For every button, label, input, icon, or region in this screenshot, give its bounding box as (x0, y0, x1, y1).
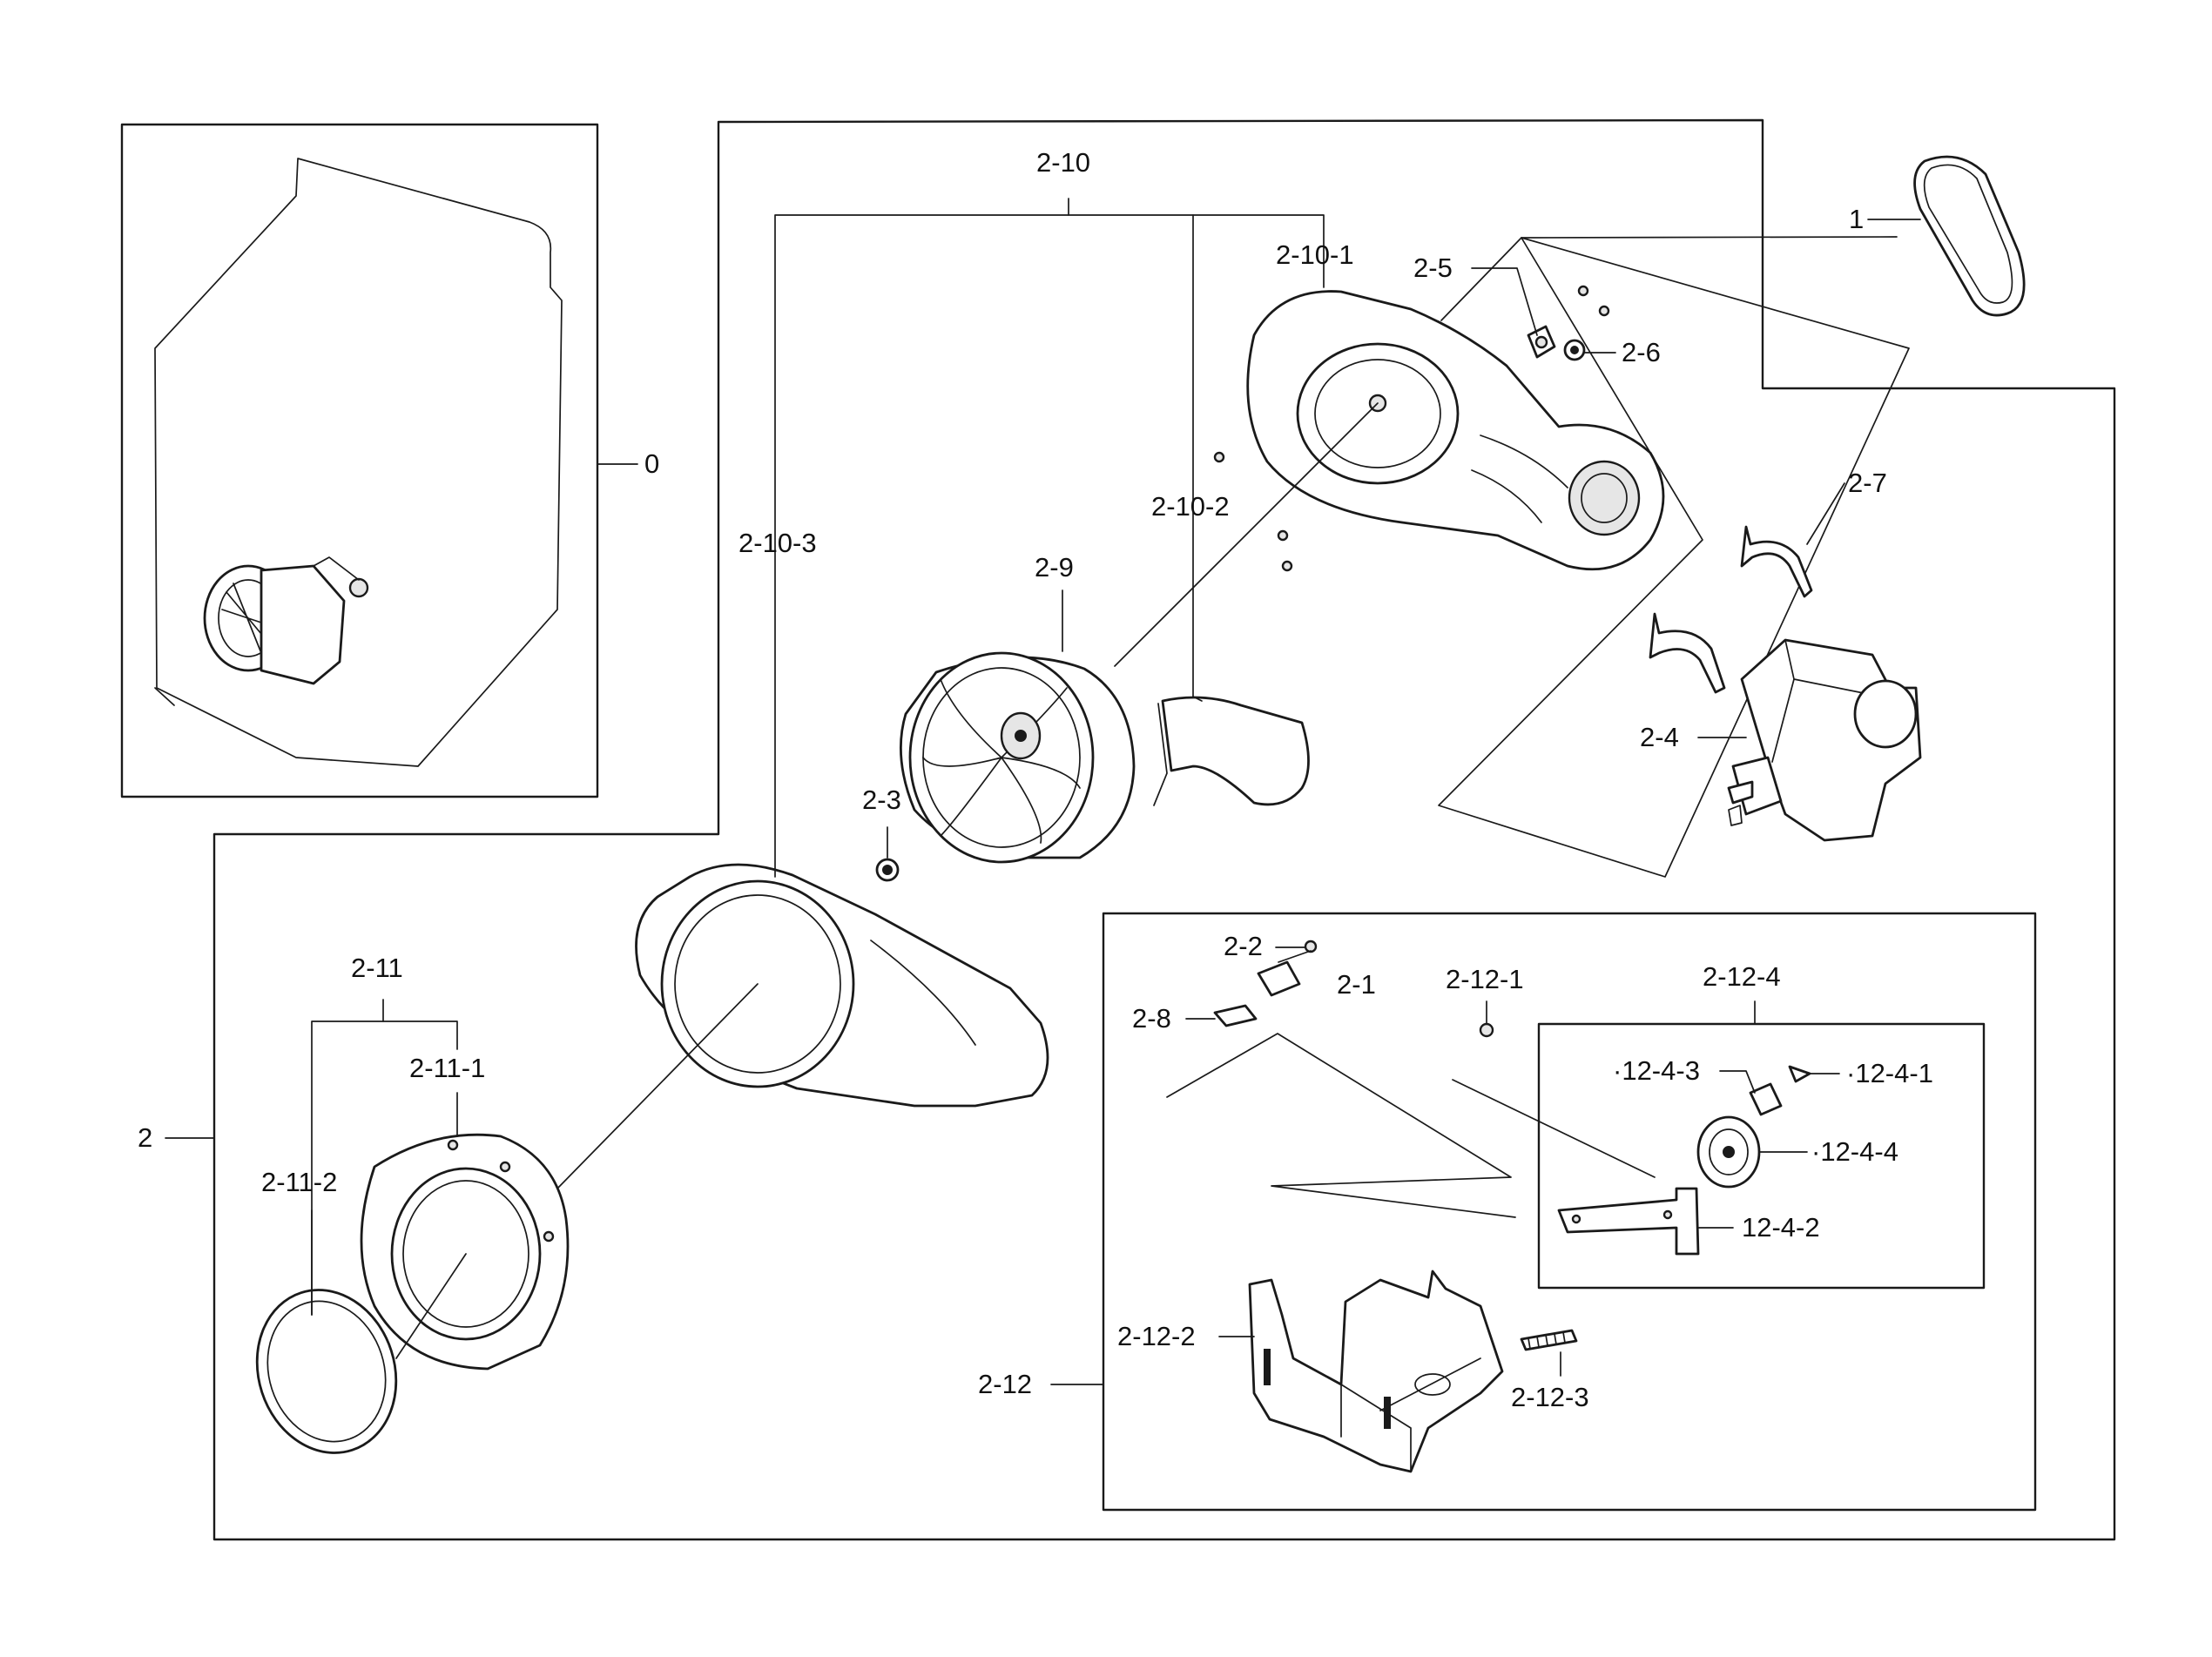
label-2-5: 2-5 (1413, 253, 1453, 283)
label-2-9: 2-9 (1035, 552, 1074, 583)
label-12-4-1: ·12-4-1 (1846, 1058, 1933, 1088)
sensor-switch-part-2-1 (1257, 960, 1301, 997)
label-2-4: 2-4 (1640, 722, 1679, 752)
fan-housing-front-part-2-10-3 (635, 863, 1049, 1108)
frame-idler-assembly-2-12 (1102, 912, 2037, 1512)
label-2-6: 2-6 (1622, 337, 1661, 367)
label-2-11: 2-11 (351, 953, 403, 983)
label-2-12-1: 2-12-1 (1446, 964, 1524, 994)
label-2-10: 2-10 (1036, 147, 1090, 178)
label-0: 0 (644, 448, 659, 479)
callout-labels: 0 1 2 2-1 2-2 2-3 2-4 2-5 2-6 2-7 2-8 2-… (138, 147, 1933, 1412)
label-2-12-2: 2-12-2 (1117, 1321, 1196, 1351)
spring-part-2-12-3 (1520, 1329, 1578, 1351)
fan-housing-rear-part-2-10-1 (1246, 290, 1665, 571)
drive-motor-part-2-4 (1727, 638, 1922, 842)
label-2-12-3: 2-12-3 (1511, 1382, 1589, 1412)
label-2-3: 2-3 (862, 785, 901, 815)
frame-idler-plane (1452, 1079, 1656, 1178)
bearing-housing-part-2-11-1 (360, 1133, 570, 1371)
label-2-12-4: 2-12-4 (1703, 961, 1781, 992)
frame-fan-housing-group (1440, 236, 1898, 321)
nut-part-2-3 (875, 858, 900, 882)
screw-part-2-2 (1304, 940, 1318, 953)
label-2: 2 (138, 1122, 152, 1153)
housing-screws (1213, 285, 1610, 572)
label-1: 1 (1849, 204, 1864, 234)
felt-seal-part-2-11-2 (255, 1289, 398, 1454)
label-2-7: 2-7 (1848, 468, 1887, 498)
clip-part-2-8 (1213, 1004, 1258, 1027)
label-2-1: 2-1 (1337, 969, 1376, 1000)
label-2-11-1: 2-11-1 (409, 1053, 485, 1083)
idler-bracket-part-2-12-2 (1248, 1270, 1504, 1473)
frame-idler-subassembly-2-12-4 (1537, 1022, 1986, 1290)
drive-belt-part-1 (1913, 155, 2026, 317)
idler-shaft-part-12-4-3 (1749, 1082, 1783, 1116)
screw-part-2-12-1 (1479, 1022, 1494, 1038)
frame-motor-group (1438, 237, 1910, 878)
idler-pulley-part-12-4-4 (1696, 1115, 1761, 1189)
frame-assembly-2 (212, 118, 2116, 1541)
label-2-10-3: 2-10-3 (738, 528, 817, 558)
label-2-2: 2-2 (1224, 931, 1263, 961)
idler-arm-part-12-4-2 (1557, 1187, 1700, 1256)
leader-lines (165, 198, 1921, 1385)
frame-part-0 (120, 123, 599, 798)
label-12-4-3: ·12-4-3 (1613, 1055, 1700, 1086)
label-2-11-2: 2-11-2 (261, 1167, 337, 1197)
dryer-cabinet-part-0 (154, 158, 563, 767)
label-2-12: 2-12 (978, 1369, 1032, 1399)
label-12-4-2: 12-4-2 (1742, 1212, 1820, 1243)
e-ring-part-12-4-1 (1788, 1065, 1811, 1083)
frame-bracket-group (1166, 1033, 1516, 1218)
label-2-10-1: 2-10-1 (1276, 239, 1354, 270)
duct-seal-part-2-10-2 (1153, 696, 1310, 806)
thermostat-part-2-5 (1527, 325, 1556, 359)
label-2-10-2: 2-10-2 (1151, 491, 1230, 522)
blower-wheel-part-2-9 (899, 651, 1136, 864)
label-12-4-4: ·12-4-4 (1811, 1136, 1898, 1167)
motor-clamp-part-2-7 (1649, 525, 1813, 694)
label-2-8: 2-8 (1132, 1003, 1171, 1034)
thermal-fuse-part-2-6 (1563, 339, 1586, 361)
